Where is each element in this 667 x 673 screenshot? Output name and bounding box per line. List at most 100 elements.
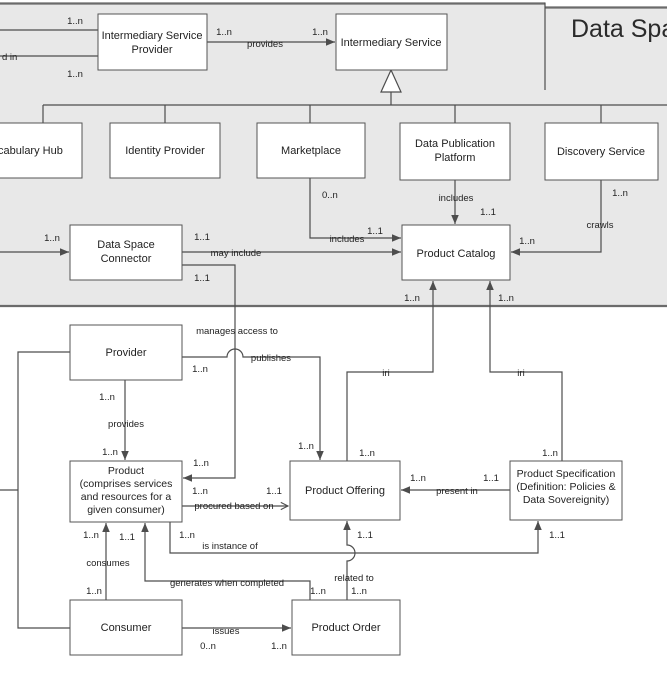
product-specification-label3: Data Sovereignity) xyxy=(523,494,609,506)
node-product-order[interactable]: Product Order xyxy=(291,599,401,656)
mult-provides-tgt: 1..n xyxy=(312,27,328,38)
mult-generates-src: 1..n xyxy=(310,586,326,597)
mult-iri-offering-tgt: 1..n xyxy=(404,293,420,304)
discovery-service-box[interactable] xyxy=(544,122,659,181)
product-box[interactable] xyxy=(69,460,183,523)
identity-provider-label: Identity Provider xyxy=(125,145,205,157)
mult-marketplace-includes-tgt: 1..1 xyxy=(367,226,383,237)
data-space-connector-label: Data Space xyxy=(97,239,154,251)
label-is-instance-of: is instance of xyxy=(202,541,258,552)
node-consumer[interactable]: Consumer xyxy=(69,599,183,656)
marketplace-label: Marketplace xyxy=(281,145,341,157)
mult-procured-src: 1..n xyxy=(192,486,208,497)
label-manages-access-to: manages access to xyxy=(196,326,278,337)
label-marketplace-includes: includes xyxy=(330,234,365,245)
product-order-label: Product Order xyxy=(311,622,380,634)
vocabulary-hub-label: Vocabulary Hub xyxy=(0,145,63,157)
product-specification-label: Product Specification xyxy=(517,468,616,480)
data-space-connector-box[interactable] xyxy=(69,224,183,281)
data-publication-platform-label: Data Publication xyxy=(415,138,495,150)
node-product-specification[interactable]: Product Specification (Definition: Polic… xyxy=(509,460,623,521)
marketplace-box[interactable] xyxy=(256,122,366,179)
edge-provider-consumer-left xyxy=(17,351,70,629)
label-generates-when-completed: generates when completed xyxy=(170,578,284,589)
node-intermediary-service[interactable]: Intermediary Service xyxy=(335,13,448,71)
mult-iri-spec-src: 1..n xyxy=(542,448,558,459)
edge-spec-iri-catalog xyxy=(486,281,563,461)
mult-consumes-tgt: 1..n xyxy=(83,530,99,541)
mult-related-to-tgt: 1..1 xyxy=(357,530,373,541)
product-label: Product xyxy=(108,465,144,477)
label-dpp-includes: includes xyxy=(439,193,474,204)
node-provider[interactable]: Provider xyxy=(69,324,183,381)
product-specification-box[interactable] xyxy=(509,460,623,521)
mult-iri-offering-src: 1..n xyxy=(359,448,375,459)
intermediary-service-provider-label: Intermediary Service xyxy=(102,30,203,42)
intermediary-service-provider-box[interactable] xyxy=(97,13,208,71)
mult-generates-tgt: 1..1 xyxy=(119,532,135,543)
mult-provides-src: 1..n xyxy=(216,27,232,38)
product-catalog-label: Product Catalog xyxy=(417,248,496,260)
node-product-offering[interactable]: Product Offering xyxy=(289,460,401,521)
consumer-box[interactable] xyxy=(69,599,183,656)
intermediary-service-label: Intermediary Service xyxy=(341,37,442,49)
node-vocabulary-hub[interactable]: Vocabulary Hub xyxy=(0,122,83,179)
label-publishes: publishes xyxy=(251,353,291,364)
mult-discovery-tgt: 1..n xyxy=(519,236,535,247)
mult-consumes-src: 1..n xyxy=(86,586,102,597)
edge-marketplace-includes-catalog xyxy=(309,178,401,242)
mult-instance-tgt: 1..1 xyxy=(549,530,565,541)
label-may-include: may include xyxy=(211,248,262,259)
data-publication-platform-label2: Platform xyxy=(435,152,476,164)
vocabulary-hub-box[interactable] xyxy=(0,122,83,179)
node-identity-provider[interactable]: Identity Provider xyxy=(109,122,221,179)
product-label4: given consumer) xyxy=(87,504,165,516)
label-provides-product: provides xyxy=(108,419,144,430)
mult-publishes-src: 1..n xyxy=(192,364,208,375)
label-issues: issues xyxy=(213,626,240,637)
mult-may-include-src: 1..1 xyxy=(194,232,210,243)
node-discovery-service[interactable]: Discovery Service xyxy=(544,122,659,181)
mult-procured-tgt: 1..1 xyxy=(266,486,282,497)
mult-related-to-src: 1..n xyxy=(351,586,367,597)
edge-product-instance-of-spec xyxy=(169,521,542,554)
label-crawls: crawls xyxy=(587,220,614,231)
mult-marketplace-includes-src: 0..n xyxy=(322,190,338,201)
mult-issues-tgt: 1..n xyxy=(271,641,287,652)
label-iri-offering: iri xyxy=(382,368,389,379)
label-provides: provides xyxy=(247,39,283,50)
node-data-space-connector[interactable]: Data Space Connector xyxy=(69,224,183,281)
label-present-in: present in xyxy=(436,486,478,497)
label-procured-based-on: procured based on xyxy=(194,501,273,512)
node-data-publication-platform[interactable]: Data Publication Platform xyxy=(399,122,511,181)
region-corner-notch xyxy=(545,0,667,7)
mult-isp-left-bottom: 1..n xyxy=(67,69,83,80)
mult-present-in-tgt: 1..n xyxy=(410,473,426,484)
intermediary-service-box[interactable] xyxy=(335,13,448,71)
mult-discovery-src: 1..n xyxy=(612,188,628,199)
product-label3: and resources for a xyxy=(81,491,172,503)
data-publication-platform-box[interactable] xyxy=(399,122,511,181)
identity-provider-box[interactable] xyxy=(109,122,221,179)
mult-connector-left: 1..n xyxy=(44,233,60,244)
node-marketplace[interactable]: Marketplace xyxy=(256,122,366,179)
mult-issues-src: 0..n xyxy=(200,641,216,652)
edge-connector-manages-access-product xyxy=(182,264,236,482)
node-product-catalog[interactable]: Product Catalog xyxy=(401,224,511,281)
mult-publishes-tgt: 1..n xyxy=(298,441,314,452)
mult-manages-src: 1..1 xyxy=(194,273,210,284)
label-consumes: consumes xyxy=(86,558,130,569)
product-offering-box[interactable] xyxy=(289,460,401,521)
intermediary-service-provider-label2: Provider xyxy=(132,44,173,56)
product-catalog-box[interactable] xyxy=(401,224,511,281)
label-related-to: related to xyxy=(334,573,374,584)
mult-present-in-src: 1..1 xyxy=(483,473,499,484)
product-order-box[interactable] xyxy=(291,599,401,656)
node-intermediary-service-provider[interactable]: Intermediary Service Provider xyxy=(97,13,208,71)
node-product[interactable]: Product (comprises services and resource… xyxy=(69,460,183,523)
mult-isp-left-top: 1..n xyxy=(67,16,83,27)
provider-box[interactable] xyxy=(69,324,183,381)
edge-discovery-crawls-catalog xyxy=(511,180,602,256)
